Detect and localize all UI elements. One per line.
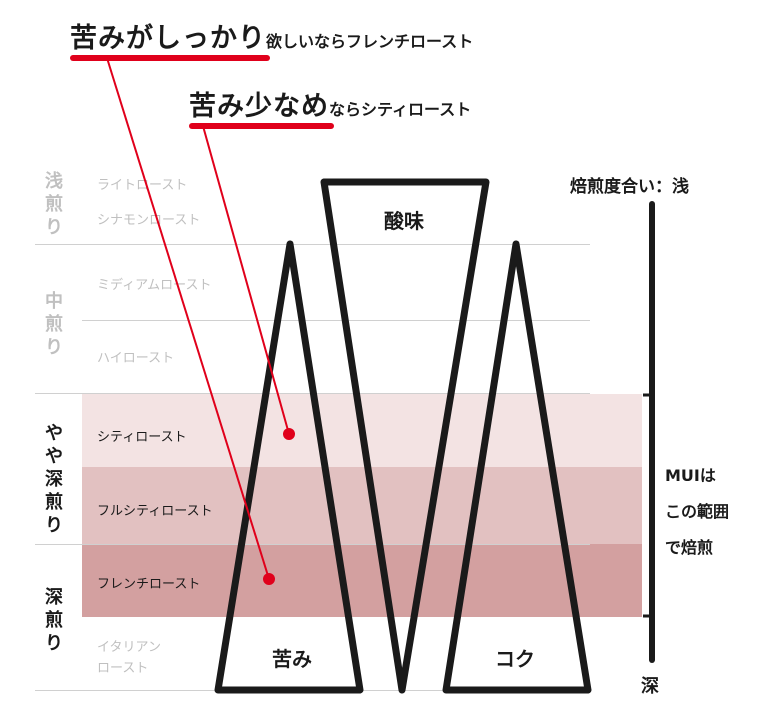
leader-line-light <box>202 125 290 435</box>
bitterness-triangle <box>214 240 364 694</box>
callout-strong-rest: 欲しいならフレンチロースト <box>266 32 474 51</box>
marker-french <box>263 573 275 585</box>
leader-line-strong <box>106 57 270 580</box>
divider-medium-high <box>82 320 590 321</box>
band-full-city-roast <box>82 467 642 544</box>
band-french-roast <box>82 544 642 617</box>
callout-light-main: 苦み少なめ <box>189 91 329 122</box>
scale-note-line-3: で焙煎 <box>665 538 714 557</box>
label-acidity: 酸味 <box>384 209 424 233</box>
group-label-light: 浅煎り <box>45 171 63 238</box>
scale-top-label: 焙煎度合い：浅 <box>570 177 689 197</box>
callout-strong: 苦みがしっかり欲しいならフレンチロースト <box>70 16 473 55</box>
callout-light: 苦み少なめならシティロースト <box>189 84 471 123</box>
body-triangle <box>442 240 592 694</box>
callout-strong-underline <box>70 55 270 61</box>
roast-medium: ミディアムロースト <box>97 278 212 293</box>
roast-high: ハイロースト <box>97 351 175 366</box>
label-body: コク <box>495 647 535 671</box>
roast-french: フレンチロースト <box>97 577 201 592</box>
scale-note-line-1: MUIは <box>665 466 716 485</box>
divider-semideep-deep <box>35 544 590 545</box>
marker-city <box>283 428 295 440</box>
scale-note-line-2: この範囲 <box>665 502 730 521</box>
roast-light: ライトロースト <box>97 178 188 193</box>
roast-full-city: フルシティロースト <box>97 504 213 519</box>
callout-light-rest: ならシティロースト <box>329 100 472 119</box>
group-label-deep: 深煎り <box>45 587 63 654</box>
label-bitterness: 苦み <box>272 647 312 671</box>
scale-bottom-label: 深 <box>641 676 659 697</box>
roast-city: シティロースト <box>97 430 187 445</box>
callout-light-underline <box>189 123 334 129</box>
callout-strong-main: 苦みがしっかり <box>70 23 266 54</box>
roast-cinnamon: シナモンロースト <box>97 213 201 228</box>
group-label-medium: 中煎り <box>45 291 63 358</box>
group-label-semi-deep: やや深煎り <box>45 423 63 536</box>
divider-light-medium <box>35 244 590 245</box>
roast-italian: イタリアン ロースト <box>97 640 161 676</box>
acidity-triangle <box>320 178 490 694</box>
